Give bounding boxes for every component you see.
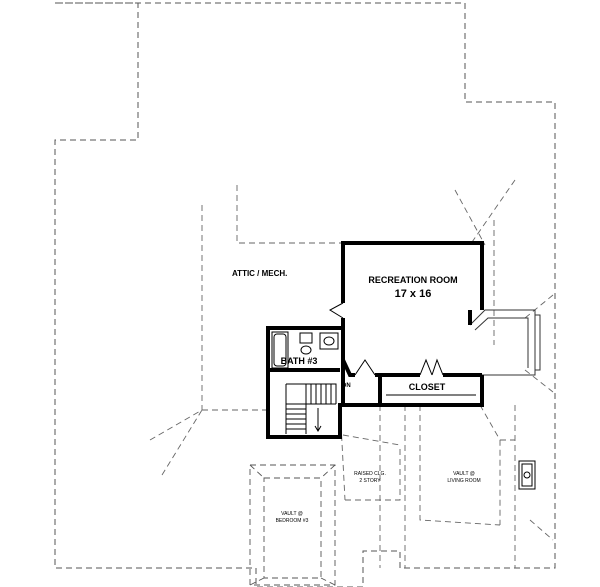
bathtub bbox=[271, 331, 289, 369]
doors bbox=[328, 302, 444, 376]
bath-label: BATH #3 bbox=[281, 356, 318, 366]
vault-bedroom-label-line2: BEDROOM #3 bbox=[276, 518, 309, 524]
vault-bedroom-outline bbox=[249, 464, 336, 586]
raised-ceiling-label-line1: RAISED CLG. bbox=[354, 471, 386, 477]
vault-living-label-line1: VAULT @ bbox=[453, 471, 475, 477]
roof-outline bbox=[54, 2, 556, 587]
closet-label: CLOSET bbox=[409, 382, 446, 392]
recreation-room-name: RECREATION ROOM bbox=[368, 275, 457, 285]
attic-label: ATTIC / MECH. bbox=[232, 269, 287, 278]
toilet bbox=[299, 332, 313, 344]
walls bbox=[266, 241, 484, 439]
bay-window bbox=[469, 309, 541, 376]
raised-ceiling-label-line2: 2 STORY bbox=[359, 478, 381, 484]
stairs bbox=[285, 383, 337, 434]
vault-bedroom-label-line1: VAULT @ bbox=[281, 511, 303, 517]
vault-living-label-line2: LIVING ROOM bbox=[447, 478, 480, 484]
chimney bbox=[518, 460, 536, 490]
recreation-room-size: 17 x 16 bbox=[395, 288, 432, 300]
roof-lines bbox=[149, 179, 554, 568]
stair-direction-label: DN bbox=[342, 383, 351, 389]
sink bbox=[319, 332, 339, 350]
bath-fixtures bbox=[271, 331, 339, 369]
